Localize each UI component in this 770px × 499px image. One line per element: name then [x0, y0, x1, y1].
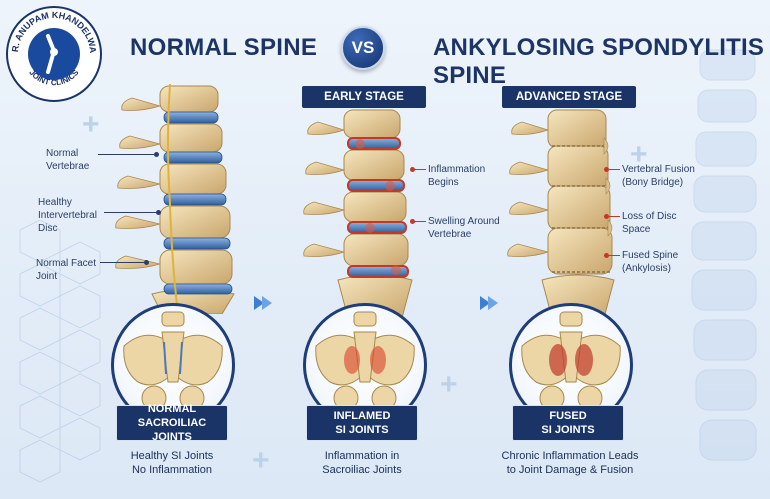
- early-stage-spine-illustration: [303, 109, 413, 318]
- progression-arrow-icon: [480, 296, 498, 310]
- leader-line: [412, 169, 426, 170]
- advanced-stage-label: ADVANCED STAGE: [502, 86, 636, 108]
- leader-dot: [604, 214, 609, 219]
- leader-line: [100, 262, 146, 263]
- fused-pelvis-illustration: [521, 311, 621, 411]
- leader-dot: [410, 167, 415, 172]
- clinic-logo: DR. ANUPAM KHANDELWAL JOINT CLINICS: [4, 4, 102, 102]
- plus-decoration-icon: +: [82, 108, 100, 141]
- leader-line: [412, 221, 426, 222]
- normal-spine-heading: NORMAL SPINE: [130, 34, 318, 61]
- knee-joint-icon: [46, 34, 58, 74]
- hexagon-pattern-background: [19, 220, 101, 483]
- leader-line: [98, 154, 156, 155]
- plus-decoration-icon: +: [440, 368, 458, 401]
- leader-line: [606, 216, 620, 217]
- xray-spine-background: [691, 49, 757, 461]
- plus-decoration-icon: +: [252, 444, 270, 477]
- leader-dot: [144, 260, 149, 265]
- normal-spine-illustration: [115, 84, 235, 314]
- leader-line: [104, 212, 158, 213]
- progression-arrow-icon: [254, 296, 272, 310]
- leader-dot: [604, 167, 609, 172]
- advanced-stage-spine-illustration: [507, 109, 615, 318]
- leader-dot: [154, 152, 159, 157]
- inflamed-pelvis-illustration: [315, 311, 415, 411]
- as-spine-heading: ANKYLOSING SPONDYLITIS SPINE: [433, 34, 765, 89]
- early-stage-label: EARLY STAGE: [302, 86, 426, 108]
- fused-spine-label: Fused Spine(Ankylosis): [622, 250, 679, 274]
- leader-dot: [156, 210, 161, 215]
- leader-line: [606, 169, 620, 170]
- fused-pelvis-circle: [509, 303, 633, 427]
- vertebral-fusion-label: Vertebral Fusion(Bony Bridge): [622, 164, 695, 188]
- leader-dot: [604, 253, 609, 258]
- leader-dot: [410, 219, 415, 224]
- normal-pelvis-illustration: [123, 311, 223, 411]
- plus-decoration-icon: +: [630, 138, 648, 171]
- vs-badge: VS: [341, 26, 385, 70]
- leader-line: [606, 255, 620, 256]
